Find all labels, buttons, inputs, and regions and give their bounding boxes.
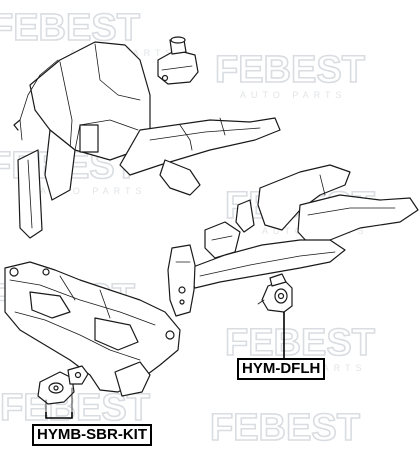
watermark-sub: AUTO PARTS: [40, 186, 147, 196]
part-hymb-sbr-kit: [37, 365, 89, 419]
watermark-brand: FEBEST: [0, 7, 140, 49]
part-hym-dflh: [257, 273, 293, 358]
watermark-brand: FEBEST: [225, 322, 375, 364]
part-label-hym-dflh[interactable]: HYM-DFLH: [237, 358, 326, 380]
subframe-assembly: [4, 261, 181, 397]
watermark-sub: AUTO PARTS: [240, 90, 347, 100]
watermark-brand: FEBEST: [215, 49, 365, 91]
part-label-hymb-sbr-kit[interactable]: HYMB-SBR-KIT: [32, 424, 152, 446]
upper-engine-mount: [157, 36, 199, 85]
front-frame-assembly: [13, 41, 281, 239]
center-mount-bracket: [167, 244, 196, 317]
watermark-brand: FEBEST: [210, 407, 360, 449]
right-side-member: [184, 164, 419, 289]
leader-bracket-sbr: [45, 412, 73, 419]
